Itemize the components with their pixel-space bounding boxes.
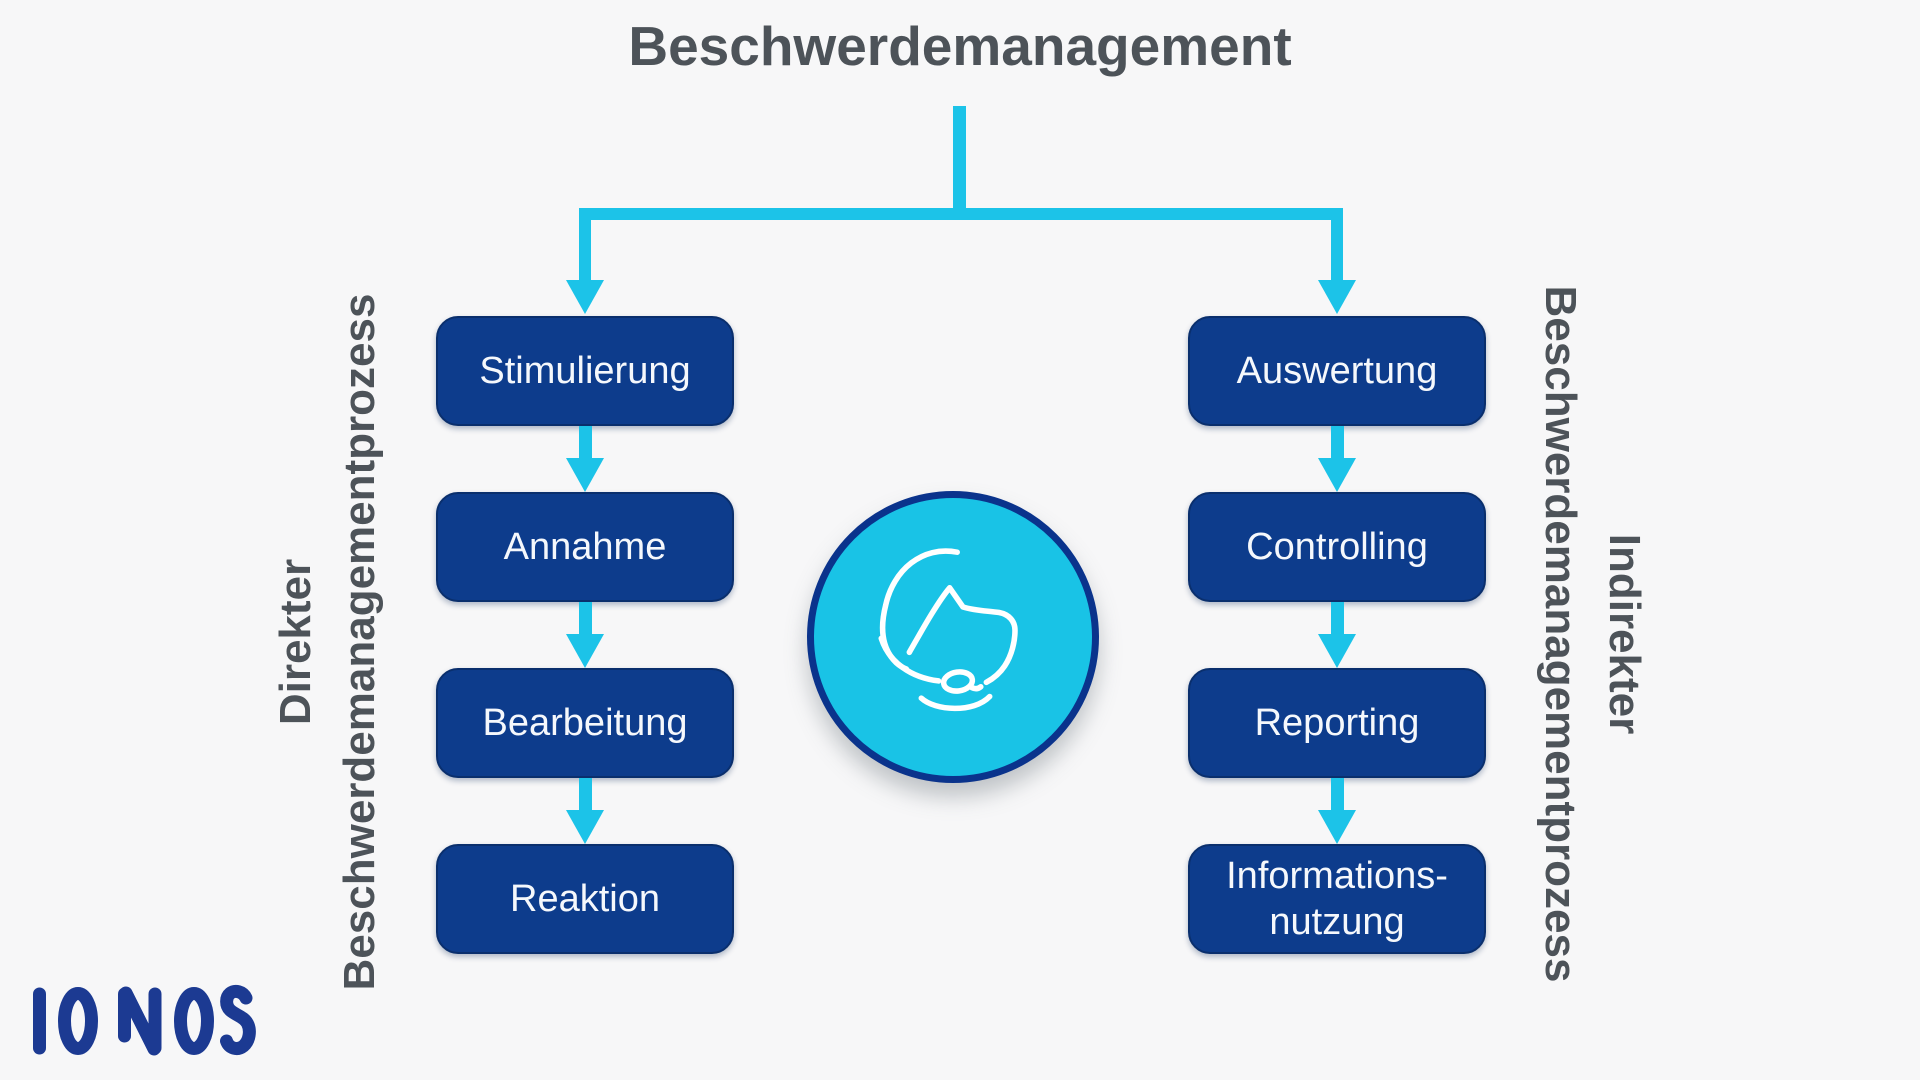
process-step-label: Stimulierung — [479, 350, 691, 392]
down-arrow-icon — [1318, 778, 1356, 844]
label-indirect-line2: Beschwerdemanagementprozess — [1536, 285, 1585, 983]
connector-drop-left — [579, 219, 591, 281]
process-step-label: Informations- — [1226, 855, 1448, 897]
connector-drop-right — [1331, 219, 1343, 281]
down-arrow-icon — [566, 602, 604, 668]
process-step-box: Controlling — [1188, 492, 1486, 602]
support-agent-circle — [807, 491, 1099, 783]
process-step-box: Bearbeitung — [436, 668, 734, 778]
label-direct-process: Direkter Beschwerdemanagementprozess — [264, 294, 392, 991]
down-arrow-icon — [566, 426, 604, 492]
ionos-logo-icon — [33, 984, 256, 1056]
process-step-label: Controlling — [1246, 526, 1428, 568]
process-step-label: Bearbeitung — [482, 702, 688, 744]
down-arrow-icon — [1318, 602, 1356, 668]
label-direct-line1: Direkter — [271, 558, 320, 726]
label-direct-line2: Beschwerdemanagementprozess — [335, 293, 384, 991]
connector-horizontal-bar — [579, 208, 1343, 220]
label-indirect-process: Indirekter Beschwerdemanagementprozess — [1528, 286, 1656, 983]
process-step-box: Stimulierung — [436, 316, 734, 426]
process-step-box: Reporting — [1188, 668, 1486, 778]
process-step-box: Annahme — [436, 492, 734, 602]
arrow-head-right-icon — [1318, 280, 1356, 314]
ionos-logo: IONOS — [33, 984, 263, 1058]
arrow-head-left-icon — [566, 280, 604, 314]
process-step-label: nutzung — [1269, 901, 1405, 943]
process-step-label: Auswertung — [1236, 350, 1438, 392]
process-step-box: Auswertung — [1188, 316, 1486, 426]
support-agent-headset-icon — [878, 548, 1018, 712]
down-arrow-icon — [566, 778, 604, 844]
process-step-label: Reaktion — [510, 878, 660, 920]
page-title: Beschwerdemanagement — [628, 15, 1292, 77]
process-step-box: Informations-nutzung — [1188, 844, 1486, 954]
process-step-label: Annahme — [503, 526, 667, 568]
process-step-box: Reaktion — [436, 844, 734, 954]
label-indirect-line1: Indirekter — [1600, 533, 1649, 735]
connector-stem — [953, 106, 966, 209]
down-arrow-icon — [1318, 426, 1356, 492]
process-step-label: Reporting — [1254, 702, 1420, 744]
